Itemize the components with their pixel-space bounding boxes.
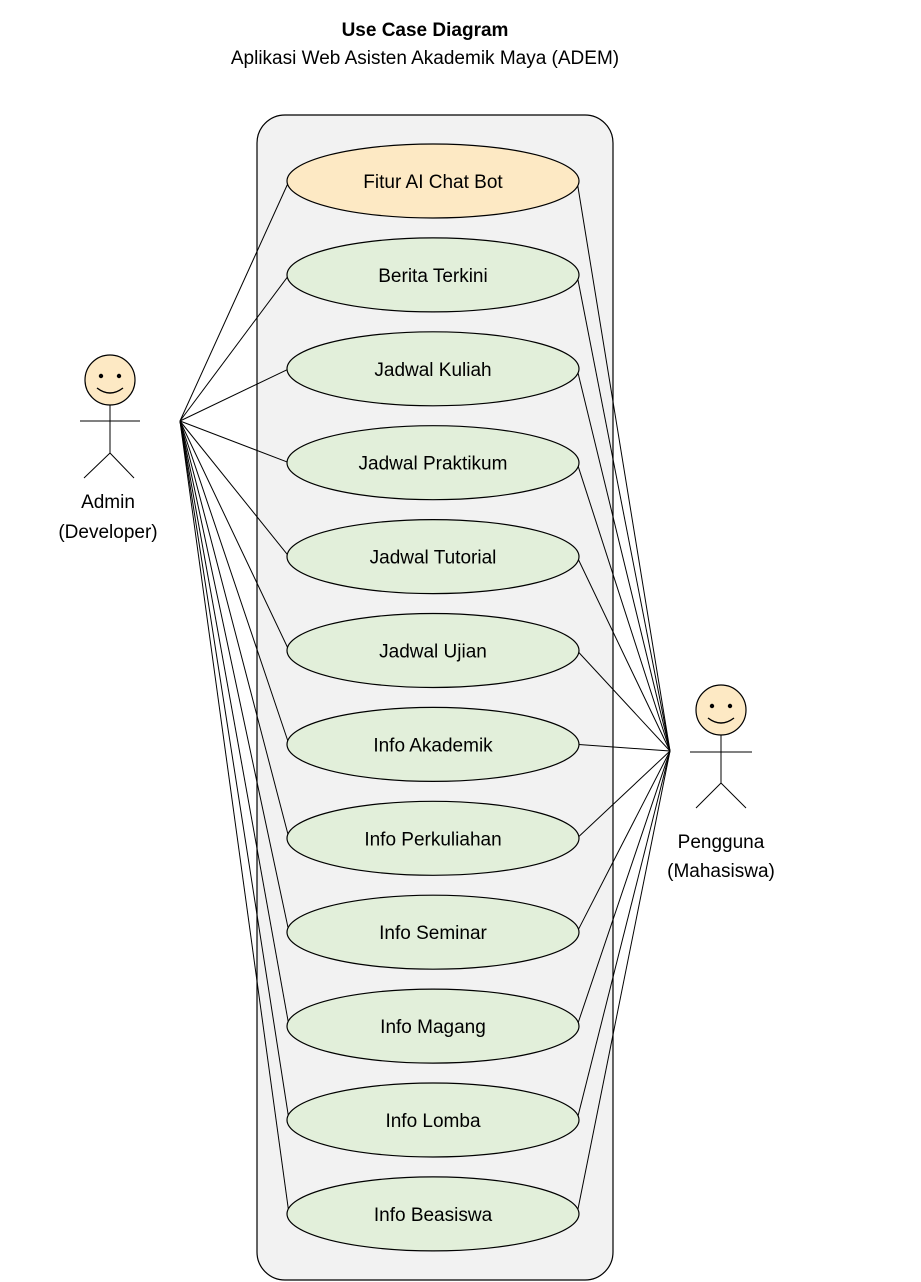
use-case-ellipse: [286, 894, 580, 970]
use-case-ellipse: [286, 518, 580, 595]
association-admin-1: [179, 274, 290, 422]
system-boundary: [256, 114, 614, 1281]
use-case-label: Berita Terkini: [378, 266, 487, 287]
association-user-0: [576, 180, 671, 752]
association-user-10: [576, 750, 671, 1121]
use-case-ellipse: [286, 800, 580, 876]
use-case-label: Info Perkuliahan: [364, 829, 501, 850]
use-case: Jadwal Kuliah: [286, 331, 580, 407]
use-case: Fitur AI Chat Bot: [286, 143, 580, 219]
association-admin-3: [179, 420, 290, 464]
association-admin-0: [179, 180, 290, 422]
association-admin-7: [179, 420, 290, 839]
use-case-label: Jadwal Tutorial: [370, 548, 497, 569]
use-case-label: Jadwal Ujian: [379, 642, 487, 663]
use-case: Info Seminar: [286, 894, 580, 970]
use-case-label: Info Beasiswa: [374, 1205, 493, 1226]
association-user-5: [576, 650, 671, 752]
association-user-9: [576, 750, 671, 1027]
use-case-ellipse: [286, 425, 580, 501]
association-admin-5: [179, 420, 290, 651]
association-user-11: [576, 750, 671, 1214]
actor-user-name: Pengguna: [678, 832, 765, 853]
association-user-1: [576, 274, 671, 752]
use-case: Info Akademik: [286, 706, 580, 783]
use-case-label: Info Magang: [380, 1017, 486, 1038]
actor-admin-name: Admin: [81, 492, 135, 513]
use-case-ellipse: [286, 1176, 580, 1252]
use-case: Info Beasiswa: [286, 1176, 580, 1252]
use-case: Jadwal Tutorial: [286, 518, 580, 595]
use-case: Berita Terkini: [286, 237, 580, 313]
use-case: Info Lomba: [286, 1082, 580, 1158]
use-case-label: Info Lomba: [385, 1111, 480, 1132]
association-admin-10: [179, 420, 290, 1121]
association-user-8: [576, 750, 671, 933]
use-case-ellipse: [286, 331, 580, 407]
use-case-label: Info Seminar: [379, 923, 487, 944]
actor-user: Pengguna (Mahasiswa): [667, 684, 775, 882]
use-case: Jadwal Ujian: [286, 612, 580, 689]
association-user-3: [576, 462, 671, 752]
association-user-2: [576, 368, 671, 752]
use-case-label: Info Akademik: [373, 735, 493, 756]
association-admin-4: [179, 420, 290, 557]
use-case-label: Fitur AI Chat Bot: [363, 172, 503, 193]
use-case: Info Magang: [286, 988, 580, 1064]
use-case: Jadwal Praktikum: [286, 425, 580, 501]
association-user-4: [576, 556, 671, 752]
stick-figure-icon: [690, 684, 752, 809]
association-admin-8: [179, 420, 290, 933]
stick-figure-icon: [80, 354, 140, 479]
use-case-label: Jadwal Kuliah: [374, 360, 491, 381]
use-case-ellipse: [286, 612, 580, 689]
association-admin-2: [179, 368, 290, 422]
use-case-ellipse: [286, 237, 580, 313]
actor-user-role: (Mahasiswa): [667, 861, 775, 882]
association-admin-9: [179, 420, 290, 1027]
association-admin-6: [179, 420, 290, 745]
diagram-title: Use Case Diagram: [342, 20, 509, 41]
use-case-ellipse: [286, 1082, 580, 1158]
use-case: Info Perkuliahan: [286, 800, 580, 876]
association-user-6: [576, 743, 671, 752]
use-case-label: Jadwal Praktikum: [359, 454, 508, 475]
associations: [179, 180, 671, 1214]
actor-admin-role: (Developer): [58, 522, 157, 543]
association-user-7: [576, 750, 671, 839]
association-admin-11: [179, 420, 290, 1214]
diagram-subtitle: Aplikasi Web Asisten Akademik Maya (ADEM…: [231, 48, 619, 69]
use-case-ellipse: [286, 706, 580, 783]
use-case-ellipse: [286, 988, 580, 1064]
use-case-ellipse: [286, 143, 580, 219]
actor-admin: Admin (Developer): [58, 354, 158, 543]
